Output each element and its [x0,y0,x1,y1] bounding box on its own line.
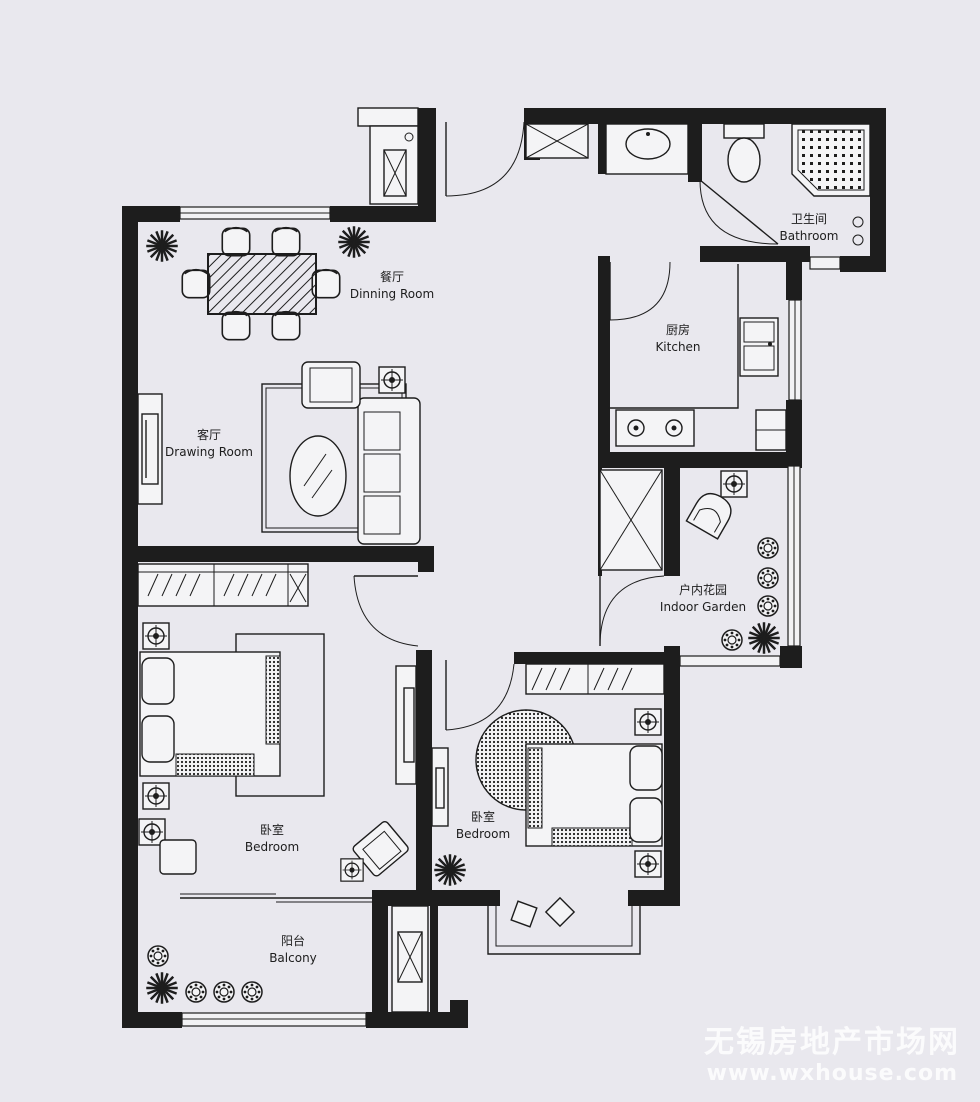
drawing-room-furniture [137,361,421,545]
watermark: 无锡房地产市场网 www.wxhouse.com [704,1025,960,1086]
drawing-label-zh: 客厅 [197,427,221,442]
doors [353,121,779,731]
room-labels: 餐厅 Dinning Room 客厅 Drawing Room 厨房 Kitch… [165,212,838,965]
balcony-label-en: Balcony [269,951,317,965]
windows [179,206,841,1027]
garden-label-en: Indoor Garden [660,600,746,614]
drawing-label-en: Drawing Room [165,445,253,459]
left-bedroom-label-zh: 卧室 [260,822,284,837]
right-bedroom-furniture [431,663,665,928]
balcony-label-zh: 阳台 [281,933,305,948]
dining-label-zh: 餐厅 [380,269,404,284]
dining-label-en: Dinning Room [350,287,434,301]
dining-furniture [145,225,371,341]
kitchen-fixtures [608,264,787,451]
garden-furniture [599,469,781,655]
bathroom-label-zh: 卫生间 [791,212,827,226]
bathroom-label-en: Bathroom [780,229,839,243]
balcony-plants [145,945,263,1005]
shafts [357,107,589,1013]
left-bedroom-label-en: Bedroom [245,840,299,854]
walls [122,108,886,1028]
garden-label-zh: 户内花园 [679,582,727,597]
left-bedroom-furniture [137,563,417,882]
kitchen-label-en: Kitchen [655,340,700,354]
right-bedroom-label-zh: 卧室 [471,809,495,824]
bathroom-fixtures [605,123,871,246]
kitchen-label-zh: 厨房 [666,322,690,337]
watermark-name: 无锡房地产市场网 [704,1025,960,1060]
watermark-url: www.wxhouse.com [707,1061,958,1086]
right-bedroom-label-en: Bedroom [456,827,510,841]
